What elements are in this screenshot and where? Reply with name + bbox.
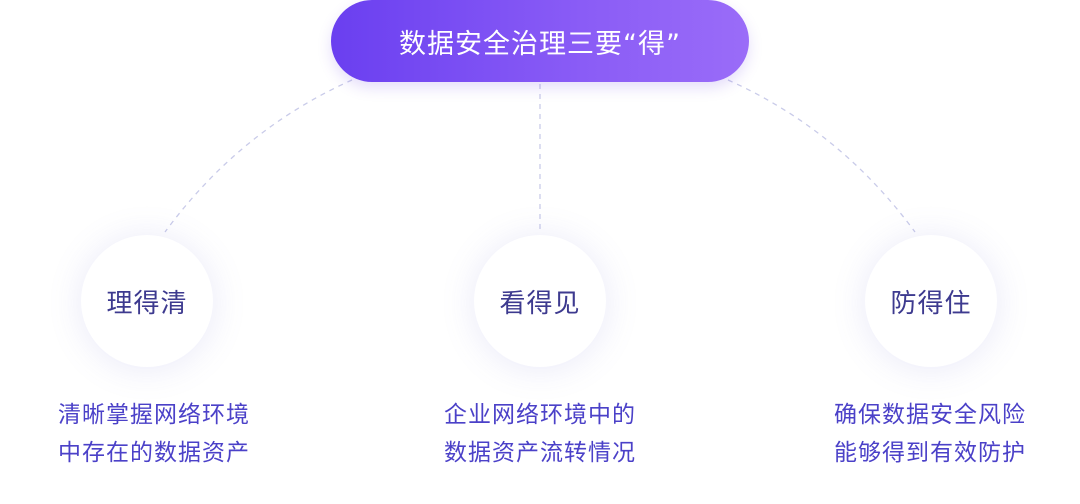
description-1-line-1: 清晰掌握网络环境 (58, 402, 250, 428)
title-pill: 数据安全治理三要“得” (331, 0, 749, 82)
node-label-1: 理得清 (106, 288, 188, 319)
node-circle-1: 理得清 (81, 235, 213, 367)
connector-right (727, 79, 916, 233)
diagram-title: 数据安全治理三要“得” (399, 28, 681, 60)
connector-left (164, 79, 353, 233)
node-description-1: 清晰掌握网络环境 中存在的数据资产 (4, 396, 304, 472)
description-3-line-1: 确保数据安全风险 (834, 402, 1026, 428)
description-2-line-1: 企业网络环境中的 (444, 402, 636, 428)
description-3-line-2: 能够得到有效防护 (834, 440, 1026, 466)
node-circle-3: 防得住 (865, 235, 997, 367)
node-description-3: 确保数据安全风险 能够得到有效防护 (780, 396, 1080, 472)
node-label-3: 防得住 (890, 288, 972, 319)
description-1-line-2: 中存在的数据资产 (58, 440, 250, 466)
node-circle-2: 看得见 (474, 235, 606, 367)
description-2-line-2: 数据资产流转情况 (444, 440, 636, 466)
node-label-2: 看得见 (499, 288, 581, 319)
node-description-2: 企业网络环境中的 数据资产流转情况 (390, 396, 690, 472)
